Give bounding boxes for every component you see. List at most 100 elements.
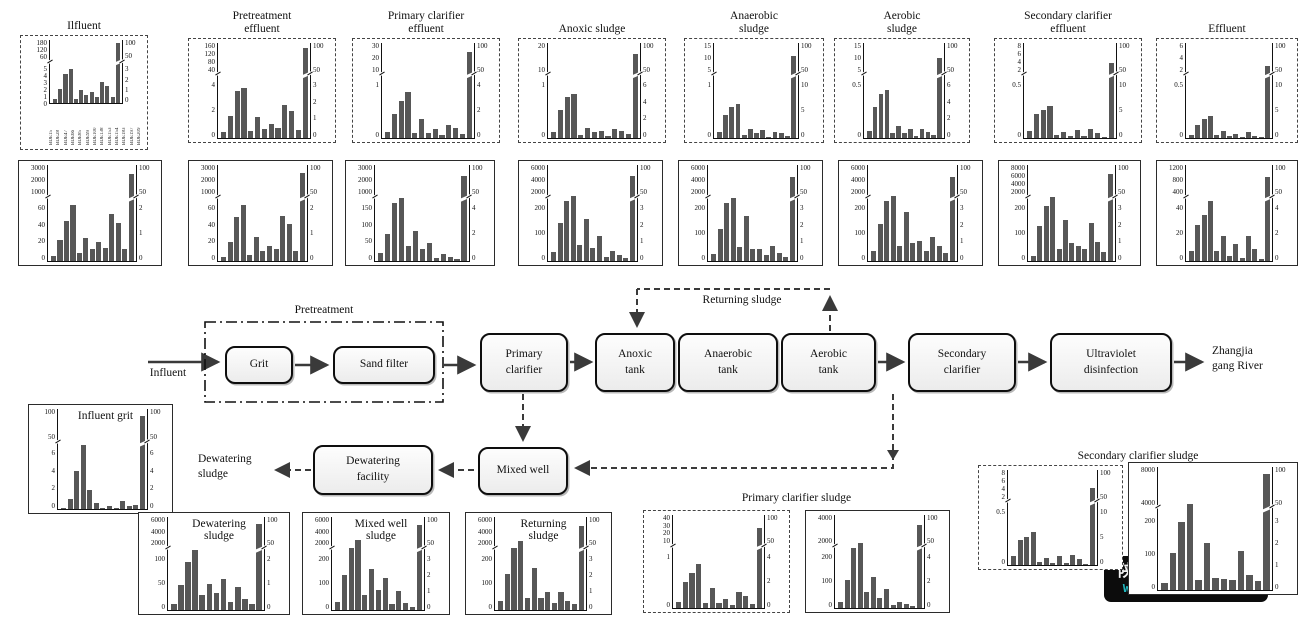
bar [871,251,877,261]
bar [1220,236,1226,261]
x-axis-label: BDE99 [85,130,91,145]
bar [717,229,723,261]
axis-label: 100 [310,164,321,172]
bar [1263,474,1270,590]
bar [1245,132,1251,138]
axis-label: 10 [854,53,861,62]
bar [1195,580,1202,590]
bar [1095,241,1101,261]
flow-node-secondary-clarifier: Secondary clarifier [908,333,1016,392]
x-axis-label: BDE15 [49,130,54,145]
bar [931,135,937,138]
bar [1033,114,1040,138]
axis-label: 100 [1100,469,1111,477]
axis-label: 100 [767,514,778,522]
plot-area [1004,470,1101,566]
axis-label: 100 [960,164,971,172]
bar [133,505,139,509]
axis-label: 1 [310,228,314,237]
axis-label: 0 [51,501,56,510]
bar [545,592,551,610]
bar [750,249,756,261]
bar [717,132,722,138]
bar [1195,124,1201,138]
bar [396,591,402,610]
chart-title-anaerobic-sludge: Anaerobic sludge [730,9,778,35]
bar [1011,556,1017,565]
bar [747,128,753,138]
bar [709,587,715,608]
bar [94,96,99,103]
bar [584,127,591,138]
bar [76,253,82,261]
plot-area [1182,165,1276,262]
axis-label: 3 [1118,203,1122,212]
plot-area [864,165,961,262]
bar [102,247,108,261]
bar [348,547,354,610]
bar [1076,559,1082,565]
bar [221,132,227,138]
bar [105,86,110,103]
axis-label: 4 [1179,53,1184,62]
bar [67,499,73,509]
axis-label: 30 [663,521,670,530]
bar [100,81,105,103]
bar [1264,65,1270,138]
bar [73,99,79,103]
axis-label: 0 [541,254,546,262]
bar [616,255,622,261]
bar [275,127,281,138]
bar [1207,201,1213,261]
bars [871,165,955,261]
plot-area [669,515,768,609]
axis-label: 1000 [31,188,45,197]
axis-label: 4 [767,552,771,561]
axis-label: 0 [1275,131,1279,139]
axis-label: 5 [1275,106,1279,115]
axis-label: 50 [1100,492,1107,501]
axis-label: 3 [640,203,644,212]
bar [1024,536,1030,565]
axis-label: 100 [1275,164,1286,172]
axis-label: 2000 [531,188,545,197]
axis-label: 1 [375,81,380,90]
bar [254,117,261,138]
bar [696,564,702,608]
bar [557,222,563,261]
axis-label: 200 [694,203,706,212]
bar [234,586,241,610]
axis-label: 10 [538,65,545,74]
bar [916,240,923,261]
axis-label: 6000 [851,164,865,172]
axis-label: 3000 [31,164,45,172]
axis-label: 50 [800,188,807,197]
bar [248,131,254,138]
axis-label: 6000 [151,516,165,524]
axis-label: 100 [947,42,958,50]
bar [1220,131,1226,138]
